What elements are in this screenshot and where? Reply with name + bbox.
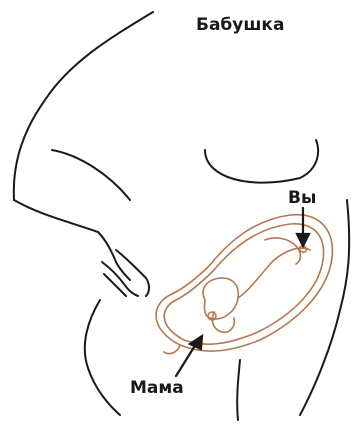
fetus-back <box>238 248 310 298</box>
grandmother-breast <box>205 140 318 183</box>
you-label: Вы <box>288 188 316 208</box>
grandmother-figure <box>14 12 349 415</box>
fetus-leg <box>265 238 301 264</box>
grandmother-back-line <box>14 12 153 200</box>
mom-label: Мама <box>130 378 184 398</box>
umbilical-cord <box>164 345 180 354</box>
grandmother-arm-inner <box>52 150 130 200</box>
mother-back <box>237 360 240 420</box>
grandmother-arm-outer <box>14 200 98 232</box>
grandma-label: Бабушка <box>196 15 284 35</box>
mother-belly <box>85 300 120 415</box>
grandmother-right-side <box>300 200 349 415</box>
you-arrow-head <box>297 234 309 246</box>
mom-arrow-head <box>190 336 202 349</box>
fetus-body <box>203 278 238 319</box>
mother-hand <box>98 232 149 296</box>
